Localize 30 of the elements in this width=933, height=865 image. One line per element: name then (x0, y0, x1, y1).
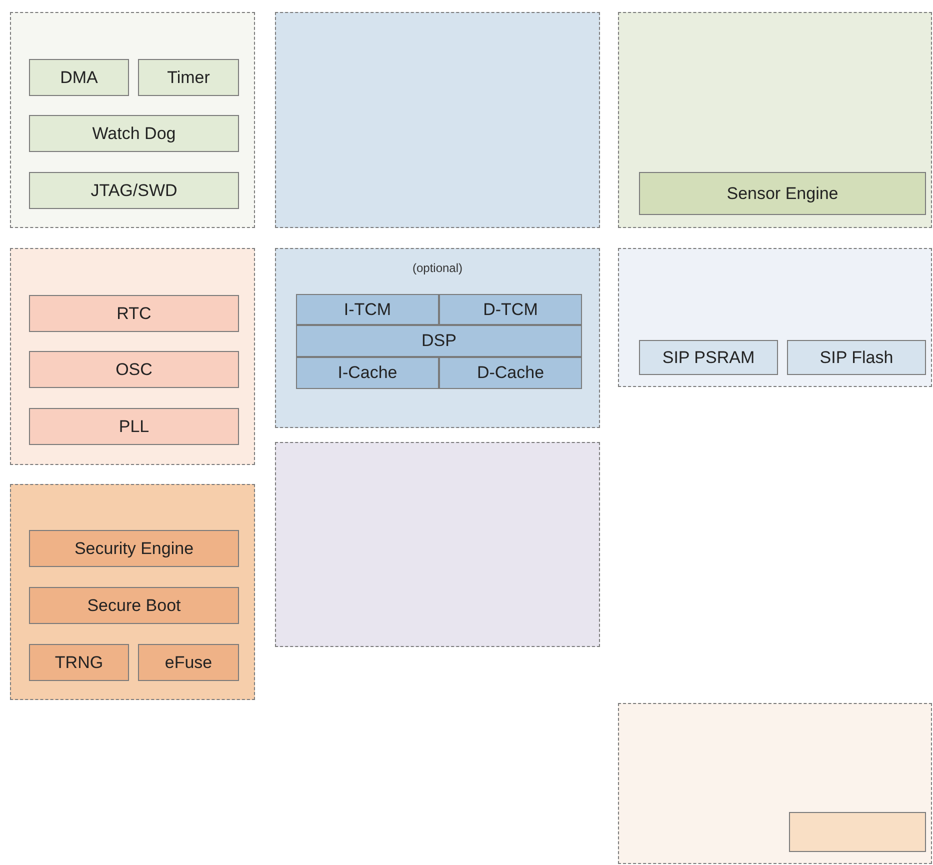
dashed-panel (618, 12, 932, 228)
module-box: Watch Dog (29, 115, 239, 152)
module-box: RTC (29, 295, 239, 332)
module-box: D-TCM (439, 294, 582, 325)
module-box: I-TCM (296, 294, 439, 325)
module-box: JTAG/SWD (29, 172, 239, 209)
module-box: D-Cache (439, 357, 582, 389)
module-box: Secure Boot (29, 587, 239, 624)
module-box: DMA (29, 59, 129, 96)
module-box: Sensor Engine (639, 172, 926, 215)
dashed-panel (10, 484, 255, 700)
dashed-panel (10, 12, 255, 228)
module-box: OSC (29, 351, 239, 388)
dashed-panel (275, 12, 600, 228)
module-box: PLL (29, 408, 239, 445)
module-box: I-Cache (296, 357, 439, 389)
dashed-panel (618, 248, 932, 387)
module-box: Timer (138, 59, 239, 96)
dashed-panel (275, 248, 600, 428)
module-box: eFuse (138, 644, 239, 681)
empty-box (789, 812, 926, 852)
module-box: TRNG (29, 644, 129, 681)
module-box: Security Engine (29, 530, 239, 567)
module-box: SIP PSRAM (639, 340, 778, 375)
dashed-panel (10, 248, 255, 465)
module-box: SIP Flash (787, 340, 926, 375)
dashed-panel (275, 442, 600, 647)
panel-heading: (optional) (412, 261, 463, 275)
dashed-panel (618, 703, 932, 864)
module-box: DSP (296, 325, 582, 357)
